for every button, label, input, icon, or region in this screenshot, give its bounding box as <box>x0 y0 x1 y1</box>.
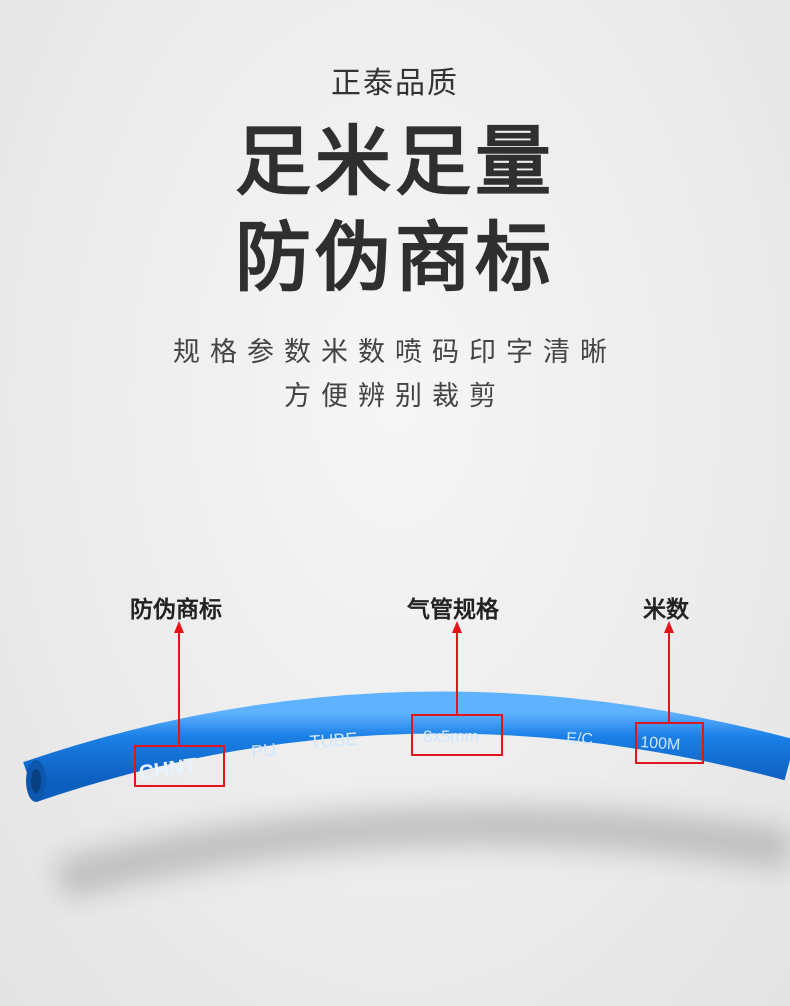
callout-trademark-label: 防伪商标 <box>130 597 222 623</box>
tube-print-material: PU <box>250 739 277 762</box>
tube-print-type: TUBE <box>309 729 358 752</box>
tube-print-size: 8x5mm <box>423 727 479 746</box>
tube-shadow <box>54 806 790 900</box>
callout-length-label: 米数 <box>643 597 689 623</box>
description-line-1: 规格参数米数喷码印字清晰 <box>173 337 617 368</box>
headline-full-length: 足米足量 <box>235 117 555 206</box>
headline-anti-counterfeit: 防伪商标 <box>235 213 555 302</box>
tube-body <box>23 691 790 802</box>
tube-print-code: E/C <box>566 730 594 748</box>
callout-spec-label: 气管规格 <box>407 597 499 623</box>
tube-print-length: 100M <box>640 734 681 754</box>
brand-quality-subtitle: 正泰品质 <box>331 66 459 101</box>
description-line-2: 方便辨别裁剪 <box>284 381 506 412</box>
